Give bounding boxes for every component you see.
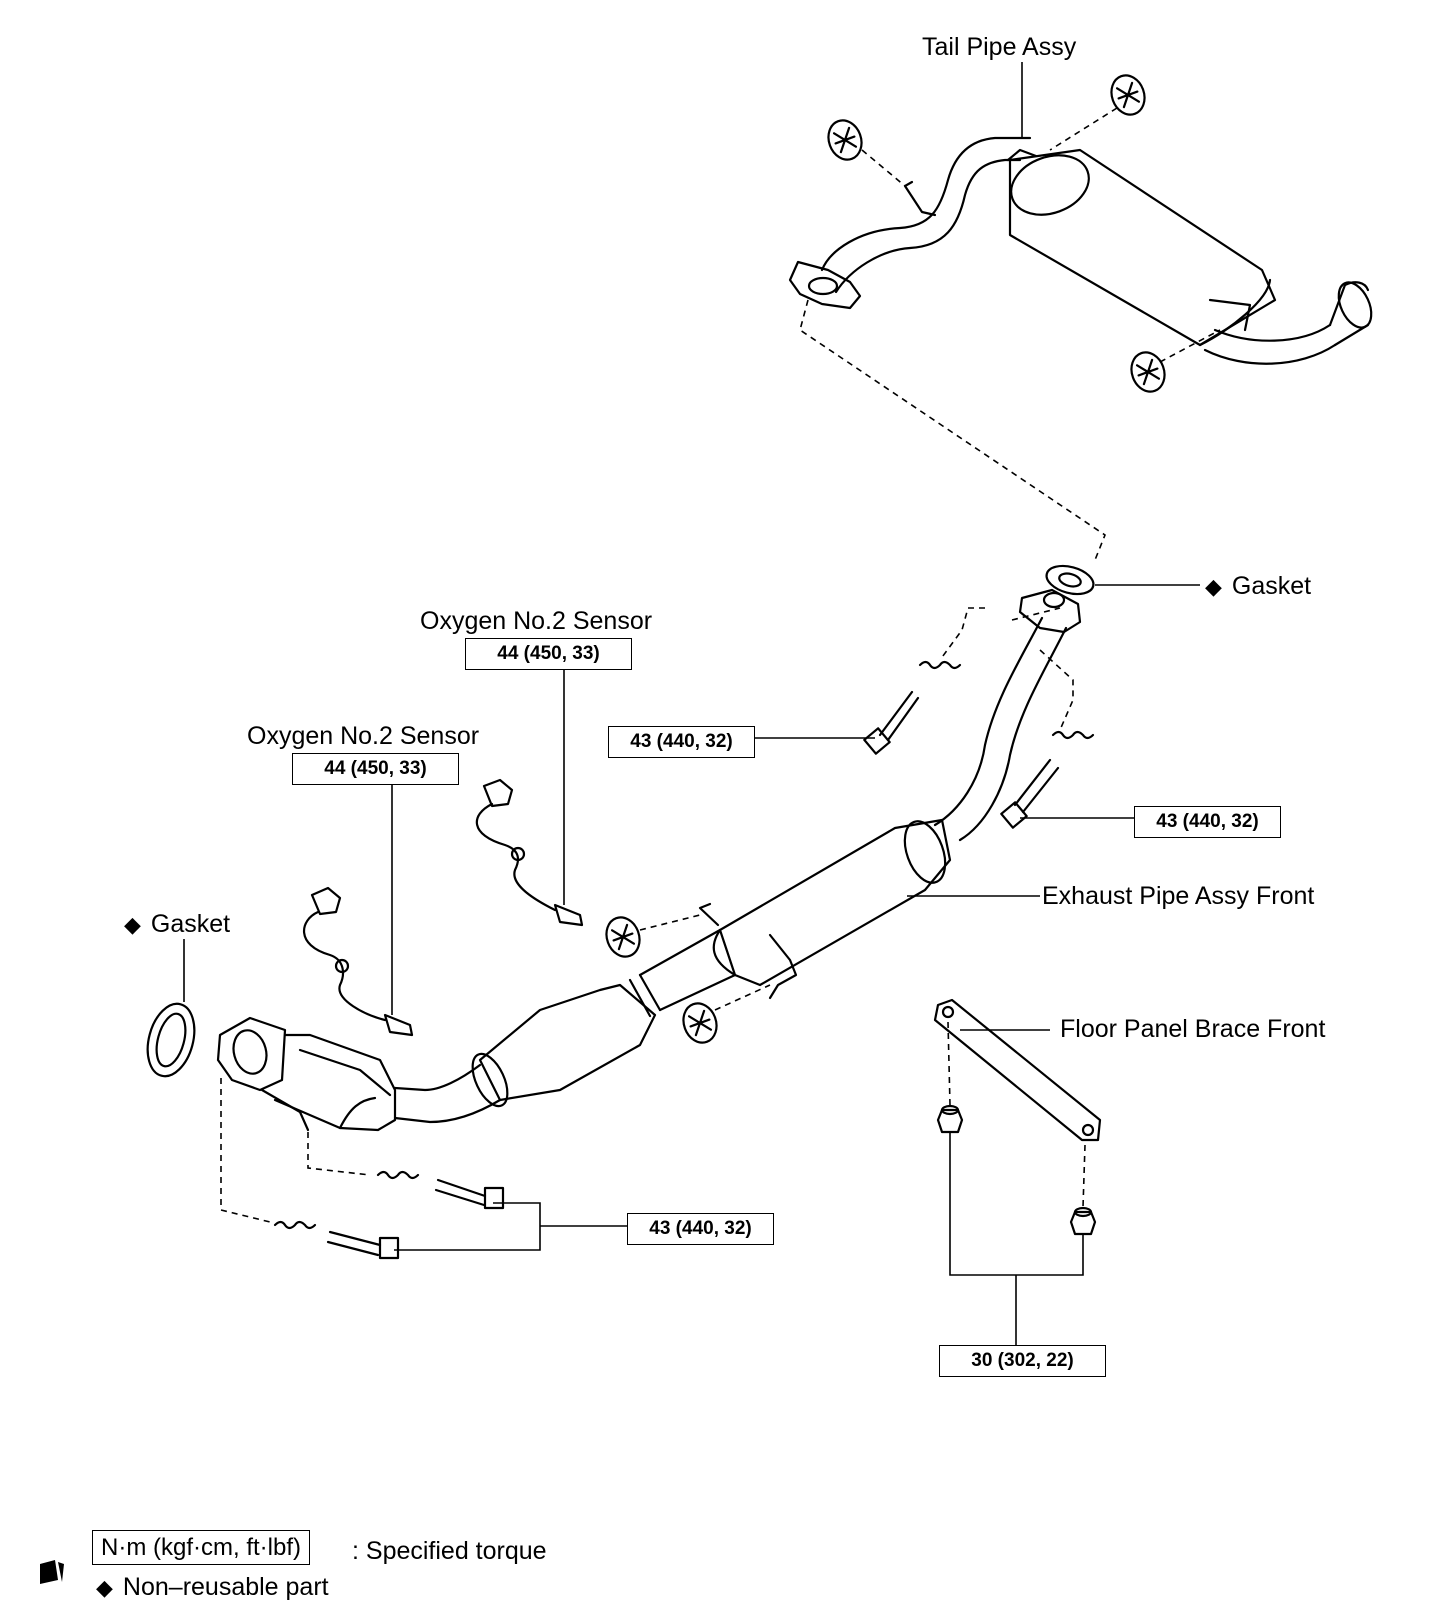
label-oxygen-sensor-upper: Oxygen No.2 Sensor — [420, 607, 653, 635]
legend-torque-unit-box: N·m (kgf·cm, ft·lbf) — [92, 1530, 310, 1565]
legend-torque-desc: : Specified torque — [352, 1537, 547, 1565]
oxygen-sensors — [303, 778, 584, 1037]
floor-panel-brace — [933, 998, 1102, 1236]
label-gasket-upper: ◆ Gasket — [1205, 572, 1311, 601]
manual-page-icon — [40, 1560, 64, 1584]
torque-flange-left-bolt: 43 (440, 32) — [608, 726, 755, 758]
label-exhaust-pipe-assy-front: Exhaust Pipe Assy Front — [1042, 882, 1315, 910]
non-reusable-icon: ◆ — [124, 912, 141, 937]
label-tail-pipe-assy: Tail Pipe Assy — [922, 33, 1077, 61]
gasket-upper-text: Gasket — [1231, 572, 1312, 600]
legend-non-reusable: ◆ Non–reusable part — [96, 1573, 329, 1602]
manifold-converter — [216, 1016, 397, 1132]
legend-non-reusable-text: Non–reusable part — [122, 1573, 329, 1601]
torque-manifold-bolts: 43 (440, 32) — [627, 1213, 774, 1245]
torque-flange-right-bolt: 43 (440, 32) — [1134, 806, 1281, 838]
bolts-springs — [273, 660, 1095, 1260]
torque-oxygen-sensor-upper: 44 (450, 33) — [465, 638, 632, 670]
label-gasket-lower: ◆ Gasket — [124, 910, 230, 939]
rubber-hangers-front — [605, 916, 718, 1044]
label-oxygen-sensor-lower: Oxygen No.2 Sensor — [247, 722, 480, 750]
gasket-shapes — [146, 564, 1095, 1078]
exhaust-pipe-assy-front — [393, 588, 1082, 1124]
label-floor-panel-brace-front: Floor Panel Brace Front — [1060, 1015, 1326, 1043]
non-reusable-icon: ◆ — [1205, 574, 1222, 599]
gasket-lower-text: Gasket — [150, 910, 231, 938]
non-reusable-icon: ◆ — [96, 1575, 113, 1600]
tail-pipe-assy — [788, 136, 1373, 365]
leader-lines — [183, 62, 1200, 1345]
torque-brace-nuts: 30 (302, 22) — [939, 1345, 1106, 1377]
torque-oxygen-sensor-lower: 44 (450, 33) — [292, 753, 459, 785]
dashed-guides — [220, 107, 1221, 1223]
rubber-hangers-tail — [827, 74, 1166, 393]
